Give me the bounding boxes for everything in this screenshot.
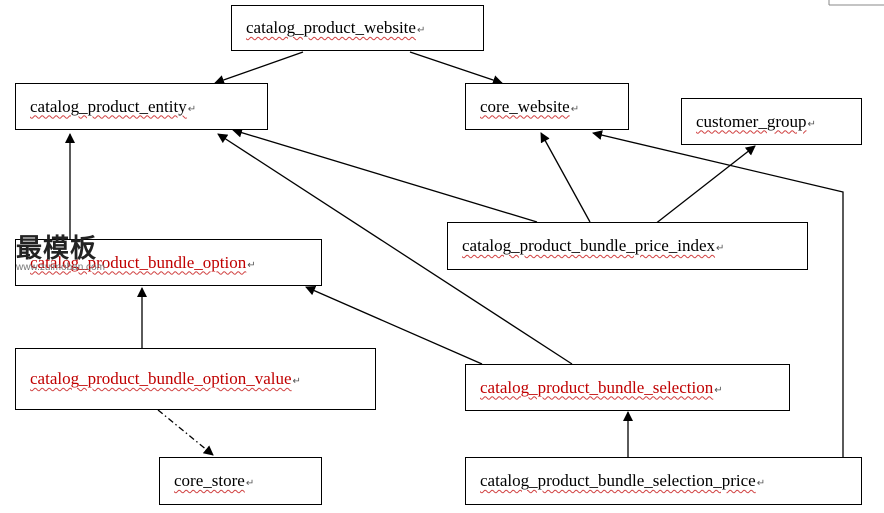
label-catalog-product-bundle-price-index: catalog_product_bundle_price_index xyxy=(462,236,716,255)
box-core-store: core_store↵ xyxy=(159,457,322,505)
box-catalog-product-bundle-selection-price: catalog_product_bundle_selection_price↵ xyxy=(465,457,862,505)
edge-website-to-core-website xyxy=(409,51,503,85)
edge-priceindex-to-entity xyxy=(232,127,538,223)
return-mark: ↵ xyxy=(187,103,197,115)
return-mark: ↵ xyxy=(247,259,256,271)
box-catalog-product-bundle-option: catalog_product_bundle_option↵ xyxy=(15,239,322,286)
label-catalog-product-bundle-option-value: catalog_product_bundle_option_value xyxy=(30,369,292,388)
label-catalog-product-bundle-selection: catalog_product_bundle_selection xyxy=(480,377,714,397)
box-catalog-product-bundle-selection: catalog_product_bundle_selection↵ xyxy=(465,364,790,411)
box-catalog-product-entity: catalog_product_entity↵ xyxy=(15,83,268,130)
label-catalog-product-bundle-selection-price: catalog_product_bundle_selection_price xyxy=(480,471,756,490)
return-mark: ↵ xyxy=(807,118,816,130)
return-mark: ↵ xyxy=(292,376,301,387)
edge-selection-to-entity xyxy=(217,133,573,365)
edge-selectionprice-to-core-website xyxy=(592,130,844,457)
watermark-url: www.zuimoban.com xyxy=(16,262,105,273)
box-catalog-product-bundle-option-value: catalog_product_bundle_option_value↵ xyxy=(15,348,376,410)
edge-website-to-entity xyxy=(214,51,304,85)
watermark: 最模板 www.zuimoban.com xyxy=(16,228,105,273)
return-mark: ↵ xyxy=(245,478,255,489)
edge-priceindex-to-customer-group xyxy=(649,145,756,229)
return-mark: ↵ xyxy=(416,25,426,36)
edge-priceindex-to-core-website xyxy=(540,132,591,223)
edge-selection-to-option xyxy=(305,286,483,365)
return-mark: ↵ xyxy=(714,384,723,396)
box-customer-group: customer_group↵ xyxy=(681,98,862,145)
label-catalog-product-entity: catalog_product_entity xyxy=(30,96,187,116)
box-catalog-product-bundle-price-index: catalog_product_bundle_price_index↵ xyxy=(447,222,808,270)
return-mark: ↵ xyxy=(570,103,580,115)
label-core-store: core_store xyxy=(174,471,245,490)
box-core-website: core_website↵ xyxy=(465,83,629,130)
watermark-text: 最模板 xyxy=(16,234,98,264)
return-mark: ↵ xyxy=(716,243,725,254)
edge-optionvalue-to-core-store xyxy=(157,409,214,456)
return-mark: ↵ xyxy=(756,478,766,489)
label-catalog-product-bundle-option: catalog_product_bundle_option xyxy=(30,252,247,272)
label-catalog-product-website: catalog_product_website xyxy=(246,18,416,37)
label-core-website: core_website xyxy=(480,96,570,116)
box-catalog-product-website: catalog_product_website↵ xyxy=(231,5,484,51)
label-customer-group: customer_group xyxy=(696,111,807,131)
